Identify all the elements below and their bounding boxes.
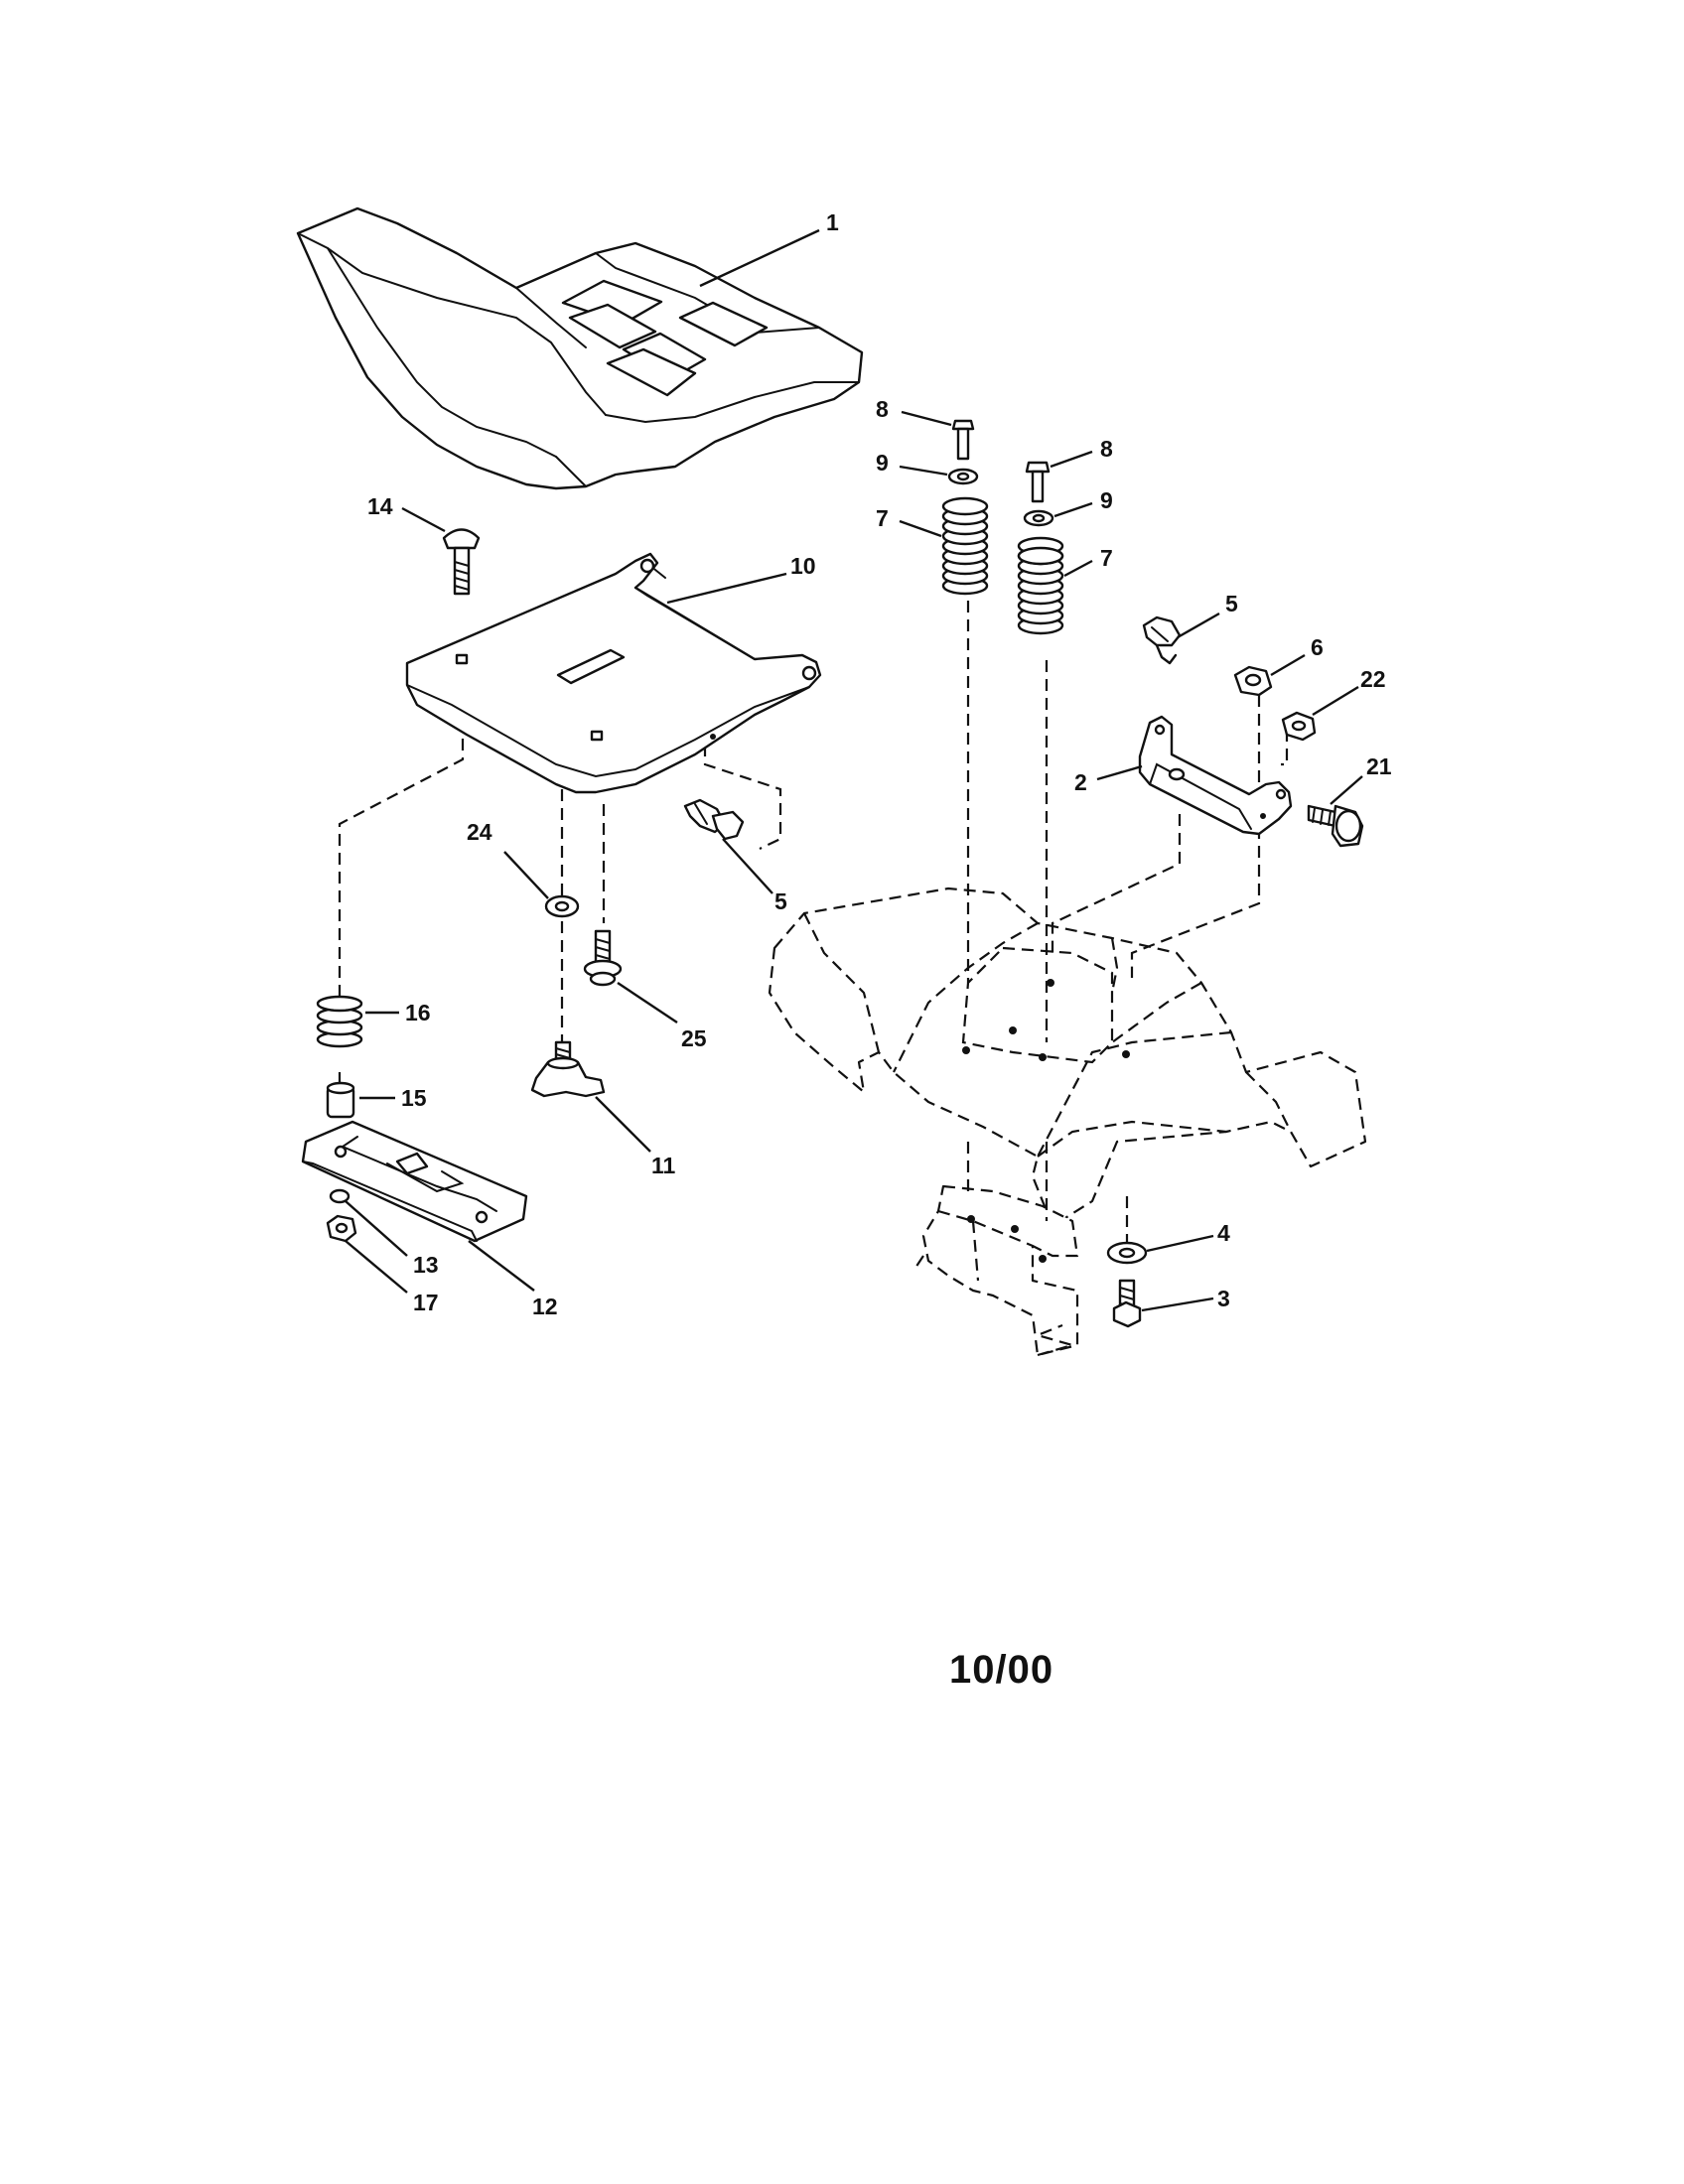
callout-11: 11: [651, 1153, 676, 1178]
washer-4: [1106, 1241, 1148, 1265]
callout-5-left: 5: [774, 888, 787, 914]
nut-17: [326, 1214, 357, 1243]
washer-24-leader: [503, 851, 549, 899]
nut-22-leader: [1312, 685, 1359, 717]
callout-2: 2: [1074, 769, 1087, 795]
spacer: [326, 1081, 355, 1119]
knob: [530, 1040, 606, 1098]
bolt-8-left: [951, 419, 975, 461]
callout-14: 14: [367, 493, 393, 519]
callout-21: 21: [1366, 753, 1392, 779]
callout-25: 25: [681, 1025, 707, 1051]
bolt-8-left-leader: [901, 410, 952, 427]
bolt-8-right-leader: [1050, 450, 1093, 469]
spring-7-left-leader: [899, 519, 942, 538]
clip-left-leader: [722, 838, 773, 894]
nut-6: [1233, 665, 1273, 697]
callout-3: 3: [1217, 1286, 1230, 1311]
callout-9-left: 9: [876, 450, 889, 476]
washer-4-leader: [1146, 1234, 1214, 1253]
spring-16: [316, 995, 363, 1048]
shoulder-bolt-leader: [617, 982, 678, 1024]
seat-pan-leader: [666, 572, 787, 605]
clip-right: [1142, 615, 1182, 665]
seat-pan: [405, 552, 822, 794]
seat: [296, 206, 864, 490]
spring-7-right-leader: [1063, 559, 1093, 578]
callout-7-right: 7: [1100, 545, 1113, 571]
callout-7-left: 7: [876, 505, 889, 531]
washer-24: [544, 894, 580, 918]
callout-6: 6: [1311, 634, 1324, 660]
carriage-bolt: [442, 528, 481, 596]
callout-24: 24: [467, 819, 492, 845]
nut-6-leader: [1270, 653, 1306, 677]
bolt-21: [1307, 804, 1364, 848]
callout-13: 13: [413, 1252, 439, 1278]
washer-9-left: [947, 468, 979, 485]
washer-9-left-leader: [899, 465, 948, 477]
bolt-3-leader: [1141, 1297, 1214, 1312]
bracket-leader: [1096, 764, 1143, 781]
washer-9-right: [1023, 509, 1054, 527]
spring-7-left: [941, 496, 989, 596]
washer-13: [329, 1188, 351, 1204]
callout-4: 4: [1217, 1220, 1230, 1246]
carriage-bolt-leader: [401, 506, 446, 533]
callout-12: 12: [532, 1294, 558, 1319]
callout-10: 10: [790, 553, 816, 579]
callout-15: 15: [401, 1085, 427, 1111]
callout-9-right: 9: [1100, 487, 1113, 513]
shoulder-bolt: [583, 929, 623, 987]
seat-leader: [699, 228, 820, 288]
date-code: 10/00: [949, 1648, 1054, 1692]
bolt-3: [1112, 1279, 1142, 1328]
washer-13-leader: [345, 1200, 408, 1257]
clip-right-leader: [1177, 612, 1220, 639]
fender-frame-outline: [768, 887, 1367, 1357]
spring-7-right: [1017, 536, 1064, 635]
nut-22: [1281, 711, 1317, 742]
bolt-8-right: [1025, 461, 1051, 503]
bracket: [1138, 715, 1293, 836]
callout-1: 1: [826, 209, 839, 235]
seat-pad: [561, 279, 769, 397]
callout-22: 22: [1360, 666, 1386, 692]
nut-17-leader: [345, 1240, 408, 1294]
callout-16: 16: [405, 1000, 431, 1025]
callout-8-right: 8: [1100, 436, 1113, 462]
callout-8-left: 8: [876, 396, 889, 422]
slide-plate-leader: [468, 1240, 535, 1292]
callout-5-right: 5: [1225, 591, 1238, 616]
bolt-21-leader: [1330, 775, 1363, 805]
clip-left: [683, 798, 745, 841]
callout-17: 17: [413, 1290, 439, 1315]
slide-plate: [301, 1120, 528, 1243]
washer-9-right-leader: [1053, 501, 1093, 518]
knob-leader: [595, 1096, 651, 1153]
